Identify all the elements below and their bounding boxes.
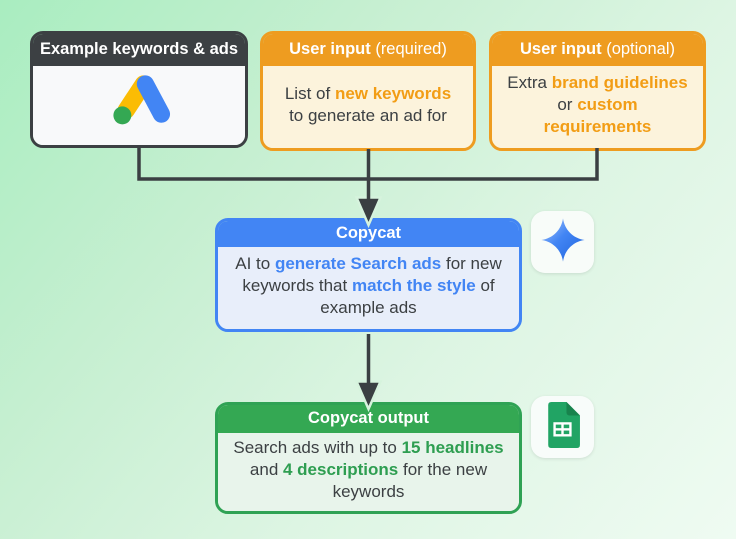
node-copycat: Copycat AI to generate Search ads for ne… [215, 218, 522, 332]
node-header: User input (required) [263, 34, 473, 66]
node-header-title: User input [520, 40, 602, 58]
node-header-suffix: (required) [370, 40, 447, 58]
gemini-star-card [531, 211, 594, 273]
highlight-text: brand guidelines [551, 72, 688, 92]
plain-text: keywords [332, 481, 405, 501]
node-copycat-output: Copycat output Search ads with up to 15 … [215, 402, 522, 514]
plain-text: for the new [398, 459, 488, 479]
highlight-text: new keywords [334, 83, 452, 103]
node-header-suffix: (optional) [601, 40, 675, 58]
node-header: Copycat [218, 221, 519, 247]
node-body-text: AI to generate Search ads for new keyword… [235, 253, 501, 319]
node-example-keywords-ads: Example keywords & ads [30, 31, 248, 148]
google-sheets-icon [545, 401, 580, 453]
highlight-text: match the style [351, 275, 476, 295]
node-header-title: Copycat output [308, 409, 429, 427]
plain-text: and [249, 459, 283, 479]
highlight-text: requirements [543, 116, 652, 136]
highlight-text: generate Search ads [274, 253, 442, 273]
highlight-text: custom [577, 94, 638, 114]
node-user-input-required: User input (required) List of new keywor… [260, 31, 476, 151]
plain-text: or [557, 94, 578, 114]
google-ads-icon [107, 73, 171, 133]
plain-text: Search ads with up to [233, 437, 402, 457]
highlight-text: 4 descriptions [283, 459, 399, 479]
node-body: AI to generate Search ads for new keyword… [218, 246, 519, 329]
plain-text: to generate an ad for [289, 105, 447, 125]
node-header: Example keywords & ads [33, 34, 245, 66]
node-body-text: Search ads with up to 15 headlines and 4 … [233, 437, 503, 503]
node-header-title: Example keywords & ads [39, 40, 239, 58]
highlight-text: 15 headlines [401, 437, 504, 457]
plain-text: of [475, 275, 495, 295]
plain-text: List of [284, 83, 335, 103]
node-header: User input (optional) [492, 34, 703, 66]
node-body: Search ads with up to 15 headlines and 4 … [218, 432, 519, 511]
plain-text: AI to [235, 253, 275, 273]
plain-text: keywords that [242, 275, 352, 295]
plain-text: example ads [320, 297, 417, 317]
google-sheets-card [531, 396, 594, 458]
node-header: Copycat output [218, 405, 519, 433]
plain-text: for new [441, 253, 502, 273]
plain-text: Extra [507, 72, 552, 92]
node-header-title: User input [289, 40, 371, 58]
gemini-star-icon [540, 217, 586, 268]
node-user-input-optional: User input (optional) Extra brand guidel… [489, 31, 706, 151]
node-header-title: Copycat [335, 224, 402, 242]
node-body [33, 65, 245, 145]
